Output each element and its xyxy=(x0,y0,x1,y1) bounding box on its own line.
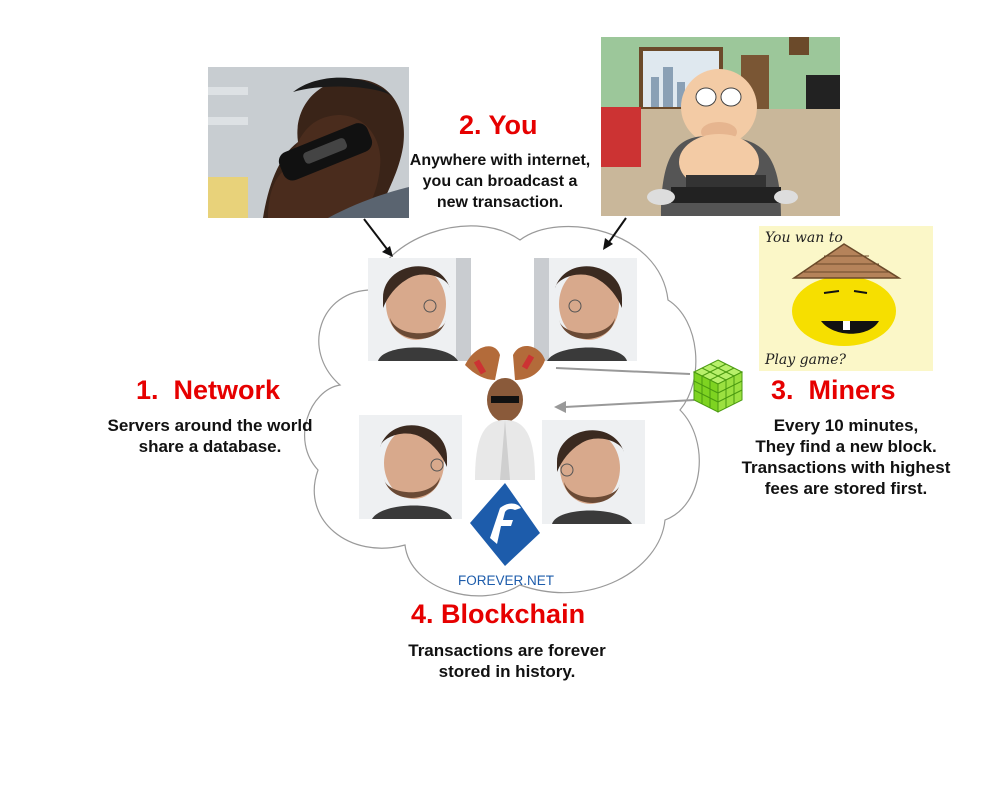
forever-net-logo-text: FOREVER.NET xyxy=(458,573,554,588)
arrow-headset-to-network xyxy=(363,218,391,254)
forever-net-logo-mark: FOREVER.NET xyxy=(458,483,554,588)
doodle-text-bottom: Play game? xyxy=(764,352,846,368)
forever-net-logo: FOREVER.NET xyxy=(455,478,557,590)
network-description: Servers around the world share a databas… xyxy=(107,416,313,456)
server-portrait-top-left xyxy=(368,258,471,361)
person-portrait-icon xyxy=(359,415,462,519)
you-title: 2. You xyxy=(459,110,538,140)
cartoon-gamer-illustration xyxy=(601,37,840,216)
arrow-miner-to-network xyxy=(564,399,695,408)
miners-description: Every 10 minutes, They find a new block.… xyxy=(741,416,951,498)
you-description: Anywhere with internet, you can broadcas… xyxy=(409,152,591,211)
arrowhead-miner-to-network xyxy=(554,401,566,413)
network-title: 1. Network xyxy=(136,375,281,405)
cartoon-gamer-image xyxy=(601,37,840,216)
arrow-network-to-miner xyxy=(555,367,691,375)
blockchain-title: 4. Blockchain xyxy=(411,599,586,629)
miners-title: 3. Miners xyxy=(771,375,896,405)
miner-cube-icon xyxy=(690,358,746,414)
arrowhead-headset xyxy=(382,246,393,257)
hero-figure-image xyxy=(455,340,555,480)
server-portrait-bottom-left xyxy=(359,415,462,519)
server-portrait-bottom-right xyxy=(542,420,645,524)
person-portrait-icon xyxy=(368,258,471,361)
doodle-text-top: You wan to xyxy=(765,230,843,246)
server-portrait-top-right xyxy=(534,258,637,361)
doodle-illustration: You wan to Play game? xyxy=(759,226,933,371)
blockchain-description: Transactions are forever stored in histo… xyxy=(408,641,606,681)
hero-figure-illustration xyxy=(465,345,545,480)
arrow-gamer-to-network xyxy=(606,217,627,246)
doodle-image: You wan to Play game? xyxy=(759,226,933,371)
headset-man-illustration xyxy=(208,67,409,218)
headset-man-photo xyxy=(208,67,409,218)
person-portrait-icon xyxy=(534,258,637,361)
cloud-outline xyxy=(303,225,700,597)
arrowhead-gamer xyxy=(603,238,613,250)
person-portrait-icon xyxy=(542,420,645,524)
cube-icon xyxy=(692,359,744,413)
